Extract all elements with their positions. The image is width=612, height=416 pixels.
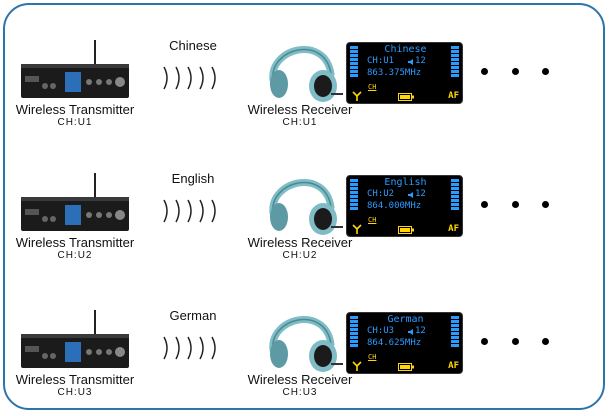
receiver-channel: CH:U2 [282,250,318,261]
screen-frequency: 863.375MHz [367,68,422,78]
channel-row-2: Wireless Transmitter CH:U2 English Wirel… [0,133,612,268]
screen-volume: 12 [415,189,426,199]
language-label: English [171,171,215,186]
level-bars-right [451,179,459,211]
receiver-screen: Chinese CH:U1 12 863.375MHz CH AF [346,42,463,104]
transmitter-channel: CH:U2 [57,250,93,261]
screen-af: AF [448,224,459,234]
wireless-transmitter-icon [21,40,129,98]
screen-volume: 12 [415,326,426,336]
receiver-label: Wireless Receiver [247,235,353,250]
battery-icon [398,93,414,101]
receiver-screen: English CH:U2 12 864.000MHz CH AF [346,175,463,237]
radio-waves-icon [163,336,216,360]
receiver-screen: German CH:U3 12 864.625MHz CH AF [346,312,463,374]
battery-icon [398,363,414,371]
receiver-label: Wireless Receiver [247,102,353,117]
level-bars-left [350,46,358,78]
radio-waves-icon [163,66,216,90]
screen-volume: 12 [415,56,426,66]
receiver-channel: CH:U1 [282,117,318,128]
radio-waves-icon [163,199,216,223]
antenna-icon [352,91,362,101]
channel-row-1: Wireless Transmitter CH:U1 Chinese Wirel… [0,0,612,135]
screen-channel: CH:U2 [367,189,395,199]
screen-language: Chinese [384,44,427,55]
ellipsis-dots-icon [481,201,488,208]
antenna-icon [352,361,362,371]
headphones-icon [269,179,343,235]
ellipsis-dots-icon [542,201,549,208]
screen-channel: CH:U1 [367,56,395,66]
transmitter-channel: CH:U3 [57,387,93,398]
level-bars-right [451,46,459,78]
screen-language: English [384,177,427,188]
speaker-icon [408,192,413,198]
receiver-channel: CH:U3 [282,387,318,398]
speaker-icon [408,59,413,65]
ellipsis-dots-icon [512,68,519,75]
level-bars-right [451,316,459,348]
screen-language: German [387,314,424,325]
ellipsis-dots-icon [512,201,519,208]
diagram-frame [3,3,605,410]
screen-channel: CH:U3 [367,326,395,336]
ellipsis-dots-icon [542,338,549,345]
ellipsis-dots-icon [512,338,519,345]
screen-ch-tag: CH [368,353,377,361]
transmitter-label: Wireless Transmitter [15,372,135,387]
channel-row-3: Wireless Transmitter CH:U3 German Wirele… [0,270,612,405]
ellipsis-dots-icon [481,68,488,75]
receiver-label: Wireless Receiver [247,372,353,387]
ellipsis-dots-icon [542,68,549,75]
transmitter-channel: CH:U1 [57,117,93,128]
ellipsis-dots-icon [481,338,488,345]
language-label: German [169,308,217,323]
level-bars-left [350,316,358,348]
screen-ch-tag: CH [368,216,377,224]
headphones-icon [269,316,343,372]
screen-frequency: 864.625MHz [367,338,422,348]
screen-af: AF [448,361,459,371]
battery-icon [398,226,414,234]
language-label: Chinese [169,38,217,53]
speaker-icon [408,329,413,335]
transmitter-label: Wireless Transmitter [15,235,135,250]
screen-ch-tag: CH [368,83,377,91]
wireless-transmitter-icon [21,310,129,368]
screen-af: AF [448,91,459,101]
wireless-transmitter-icon [21,173,129,231]
level-bars-left [350,179,358,211]
transmitter-label: Wireless Transmitter [15,102,135,117]
screen-frequency: 864.000MHz [367,201,422,211]
headphones-icon [269,46,343,102]
antenna-icon [352,224,362,234]
